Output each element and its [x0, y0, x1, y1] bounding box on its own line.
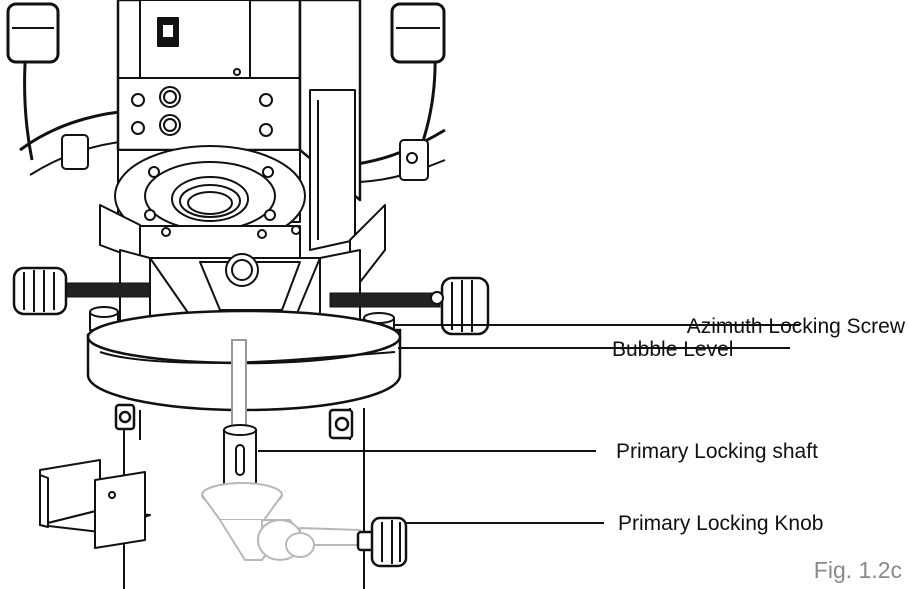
label-bubble-level: Bubble Level — [612, 338, 733, 361]
left-handle — [6, 2, 60, 64]
mount-head — [6, 0, 446, 353]
right-azimuth-knob — [440, 276, 490, 336]
label-primary-locking-shaft: Primary Locking shaft — [616, 440, 818, 463]
right-handle — [390, 2, 446, 64]
primary-locking-assembly-ghost — [201, 482, 361, 561]
primary-locking-knob — [356, 516, 408, 568]
leader-lines — [258, 324, 800, 524]
label-primary-locking-knob: Primary Locking Knob — [618, 512, 823, 535]
left-azimuth-knob — [12, 266, 68, 316]
primary-locking-shaft — [223, 339, 257, 491]
figure-caption: Fig. 1.2c — [814, 557, 902, 583]
azimuth-screws — [12, 266, 490, 357]
tray-bracket — [39, 459, 151, 549]
label-azimuth-locking-screw: Azimuth Locking Screw — [687, 315, 906, 338]
